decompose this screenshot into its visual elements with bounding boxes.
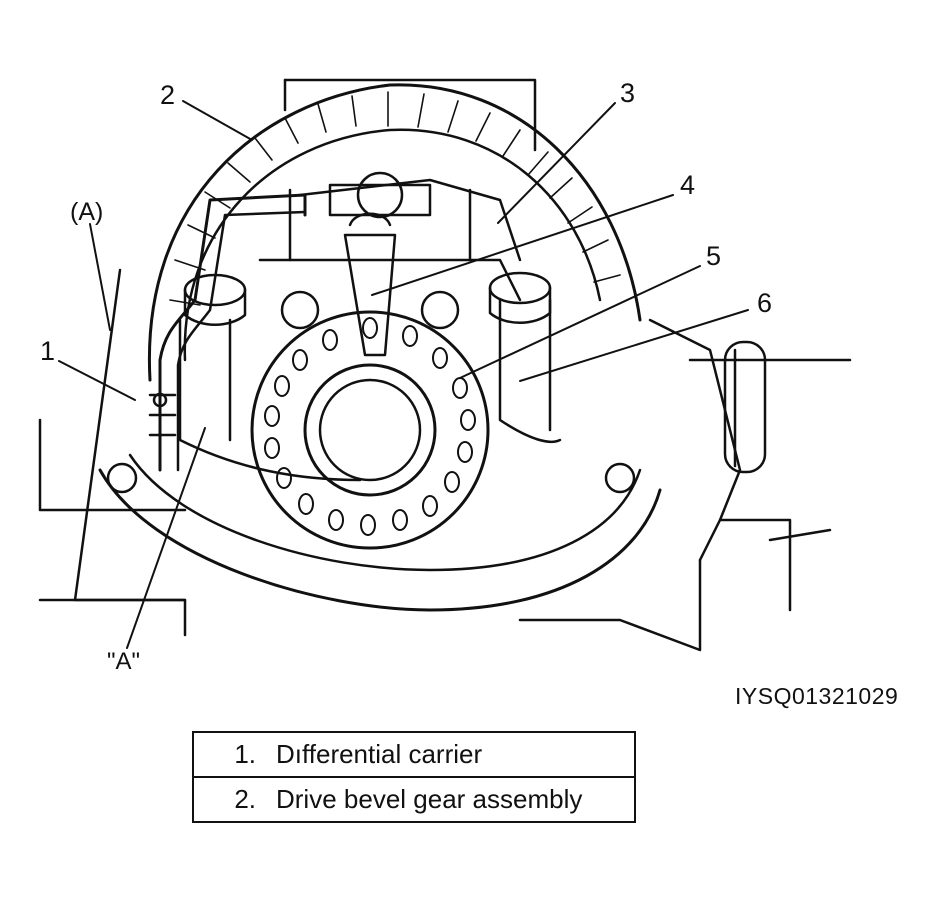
legend-number: 2. (192, 776, 256, 823)
special-tool-bracket (148, 178, 522, 472)
legend-text: Drive bevel gear assembly (256, 776, 636, 823)
adjuster-ring (250, 310, 490, 550)
callout-1: 1 (40, 336, 56, 366)
callout-point-a: "A" (107, 648, 141, 675)
callout-2: 2 (160, 80, 176, 110)
callout-6: 6 (757, 288, 773, 318)
legend-row: 1. Dıfferential carrier (192, 731, 636, 778)
callout-4: 4 (680, 170, 696, 200)
legend-row: 2. Drive bevel gear assembly (192, 776, 636, 823)
pin-right (723, 340, 767, 474)
differential-carrier (98, 183, 662, 612)
cap-bolts (106, 171, 636, 494)
legend-text: Dıfferential carrier (256, 731, 636, 778)
differential-assembly-illustration (38, 78, 852, 652)
housing-outline (38, 78, 852, 652)
callout-tool-a: (A) (70, 198, 104, 226)
legend-number: 1. (192, 731, 256, 778)
callout-3: 3 (620, 78, 636, 108)
adjuster-stop-plate (343, 212, 397, 357)
ring-gear (147, 83, 642, 382)
callout-5: 5 (706, 241, 722, 271)
leader-lines (58, 100, 749, 649)
image-id: IYSQ01321029 (735, 683, 899, 709)
legend-table: 1. Dıfferential carrier 2. Drive bevel g… (192, 731, 636, 823)
